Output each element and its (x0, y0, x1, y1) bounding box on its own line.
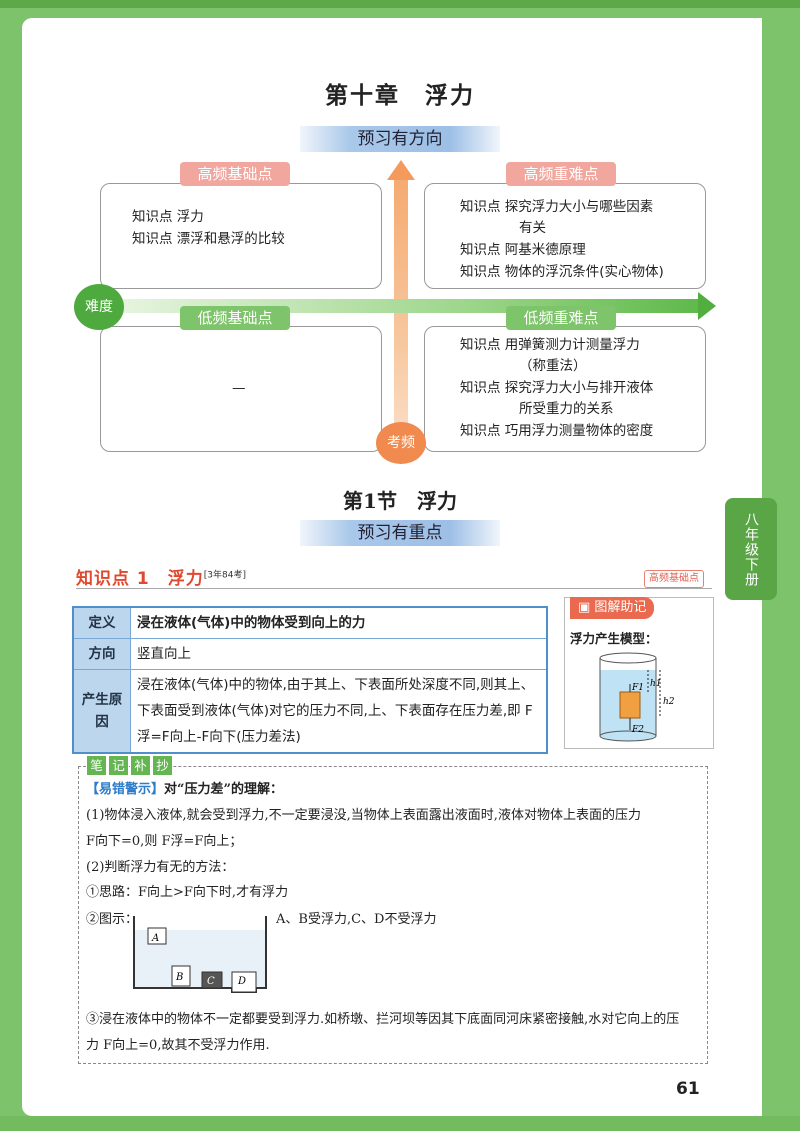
notes-head-char: 笔 (86, 755, 107, 776)
container-figure: A B C D (133, 916, 267, 993)
knowledge-item: 知识点 漂浮和悬浮的比较 (132, 231, 285, 247)
row-content: 浸在液体(气体)中的物体,由于其上、下表面所处深度不同,则其上、下表面受到液体(… (130, 669, 548, 754)
warning-tag: 【易错警示】 (86, 782, 165, 797)
cylinder-bottom (599, 730, 657, 742)
knowledge-item: 知识点 巧用浮力测量物体的密度 (460, 423, 654, 439)
block-a (147, 927, 167, 945)
notes-head-char: 记 (108, 755, 129, 776)
knowledge-point-title: 知识点 1 浮力[3年84考] (76, 564, 246, 589)
grade-side-tab[interactable]: 八年级下册 (725, 498, 777, 600)
camera-icon: ▣ (578, 600, 595, 615)
quadrant-low-hard (424, 326, 706, 452)
notes-box (78, 766, 708, 1064)
row-header: 方向 (72, 638, 131, 670)
knowledge-item: 知识点 物体的浮沉条件(实心物体) (460, 264, 664, 280)
label-b: B (175, 972, 183, 983)
row-header: 产生原因 (72, 669, 131, 754)
difficulty-axis-label: 难度 (74, 284, 124, 330)
note-line: 力 F向上=0,故其不受浮力作用. (86, 1038, 270, 1053)
table-row: 产生原因 浸在液体(气体)中的物体,由于其上、下表面所处深度不同,则其上、下表面… (72, 669, 548, 754)
row-header: 定义 (72, 606, 131, 639)
knowledge-item: — (232, 380, 246, 396)
immersed-block (619, 691, 641, 719)
page-number: 61 (676, 1079, 700, 1099)
h1-label: h1 (650, 679, 662, 689)
divider (76, 588, 712, 589)
diagram-head-label: 图解助记 (594, 600, 647, 615)
warning-text: 对“压力差”的理解： (164, 782, 283, 797)
knowledge-point-name: 知识点 1 浮力 (76, 569, 204, 589)
knowledge-item: 知识点 用弹簧测力计测量浮力 (460, 337, 640, 353)
f1-label: F1 (631, 683, 644, 693)
frequency-badge: 高频基础点 (644, 570, 704, 588)
frequency-arrow-icon (387, 160, 415, 180)
notes-head: 笔 记 补 抄 (86, 755, 174, 776)
knowledge-item: （称重法） (519, 358, 587, 374)
chapter-title: 第十章 浮力 (325, 82, 475, 109)
cylinder-top (599, 652, 657, 664)
preview-direction-ribbon: 预习有方向 (300, 126, 500, 152)
buoyancy-model-figure: F1 F2 h1 h2 (599, 652, 675, 742)
f2-label: F2 (631, 725, 644, 735)
notes-head-char: 补 (130, 755, 151, 776)
quadrant-high-basic-title: 高频基础点 (180, 162, 290, 186)
note-line: (2)判断浮力有无的方法： (86, 860, 235, 875)
note-line: ③浸在液体中的物体不一定都要受到浮力.如桥墩、拦河坝等因其下底面同河床紧密接触,… (86, 1012, 680, 1027)
knowledge-item: 知识点 阿基米德原理 (460, 242, 586, 258)
block-b (171, 965, 191, 987)
bottom-edge (0, 1116, 800, 1131)
figure-caption: A、B受浮力,C、D不受浮力 (276, 912, 437, 927)
quadrant-low-hard-title: 低频重难点 (506, 306, 616, 330)
definition-table: 定义 浸在液体(气体)中的物体受到向上的力 方向 竖直向上 产生原因 浸在液体(… (72, 606, 548, 754)
note-line: ②图示： (86, 912, 139, 927)
label-c: C (207, 976, 215, 987)
knowledge-item: 知识点 浮力 (132, 209, 204, 225)
quadrant-high-hard-title: 高频重难点 (506, 162, 616, 186)
exam-count-tag: [3年84考] (203, 570, 246, 581)
quadrant-low-basic-title: 低频基础点 (180, 306, 290, 330)
preview-focus-ribbon: 预习有重点 (300, 520, 500, 546)
knowledge-item: 知识点 探究浮力大小与排开液体 (460, 380, 654, 396)
frequency-axis (394, 175, 408, 457)
note-line: F向下=0,则 F浮=F向上； (86, 834, 243, 849)
block-d (231, 971, 257, 993)
warning-line: 【易错警示】对“压力差”的理解： (86, 780, 283, 800)
difficulty-arrow-icon (698, 292, 716, 320)
quadrant-low-basic (100, 326, 382, 452)
knowledge-item: 知识点 探究浮力大小与哪些因素 (460, 199, 654, 215)
table-row: 方向 竖直向上 (72, 638, 548, 670)
label-d: D (237, 976, 246, 987)
block-c (201, 971, 223, 989)
top-edge (0, 0, 800, 8)
frequency-axis-label: 考频 (376, 422, 426, 464)
knowledge-item: 所受重力的关系 (519, 401, 614, 417)
notes-head-char: 抄 (152, 755, 173, 776)
label-a: A (151, 933, 159, 944)
h2-label: h2 (663, 697, 675, 707)
section-title: 第1节 浮力 (343, 489, 457, 513)
table-row: 定义 浸在液体(气体)中的物体受到向上的力 (72, 606, 548, 639)
note-line: ①思路：F向上>F向下时,才有浮力 (86, 885, 289, 900)
quadrant-high-hard (424, 183, 706, 289)
note-line: (1)物体浸入液体,就会受到浮力,不一定要浸没,当物体上表面露出液面时,液体对物… (86, 808, 641, 823)
diagram-label: 浮力产生模型： (570, 631, 658, 646)
knowledge-item: 有关 (519, 220, 546, 236)
row-content: 浸在液体(气体)中的物体受到向上的力 (130, 606, 548, 639)
diagram-head: ▣ 图解助记 (570, 597, 655, 619)
row-content: 竖直向上 (130, 638, 548, 670)
